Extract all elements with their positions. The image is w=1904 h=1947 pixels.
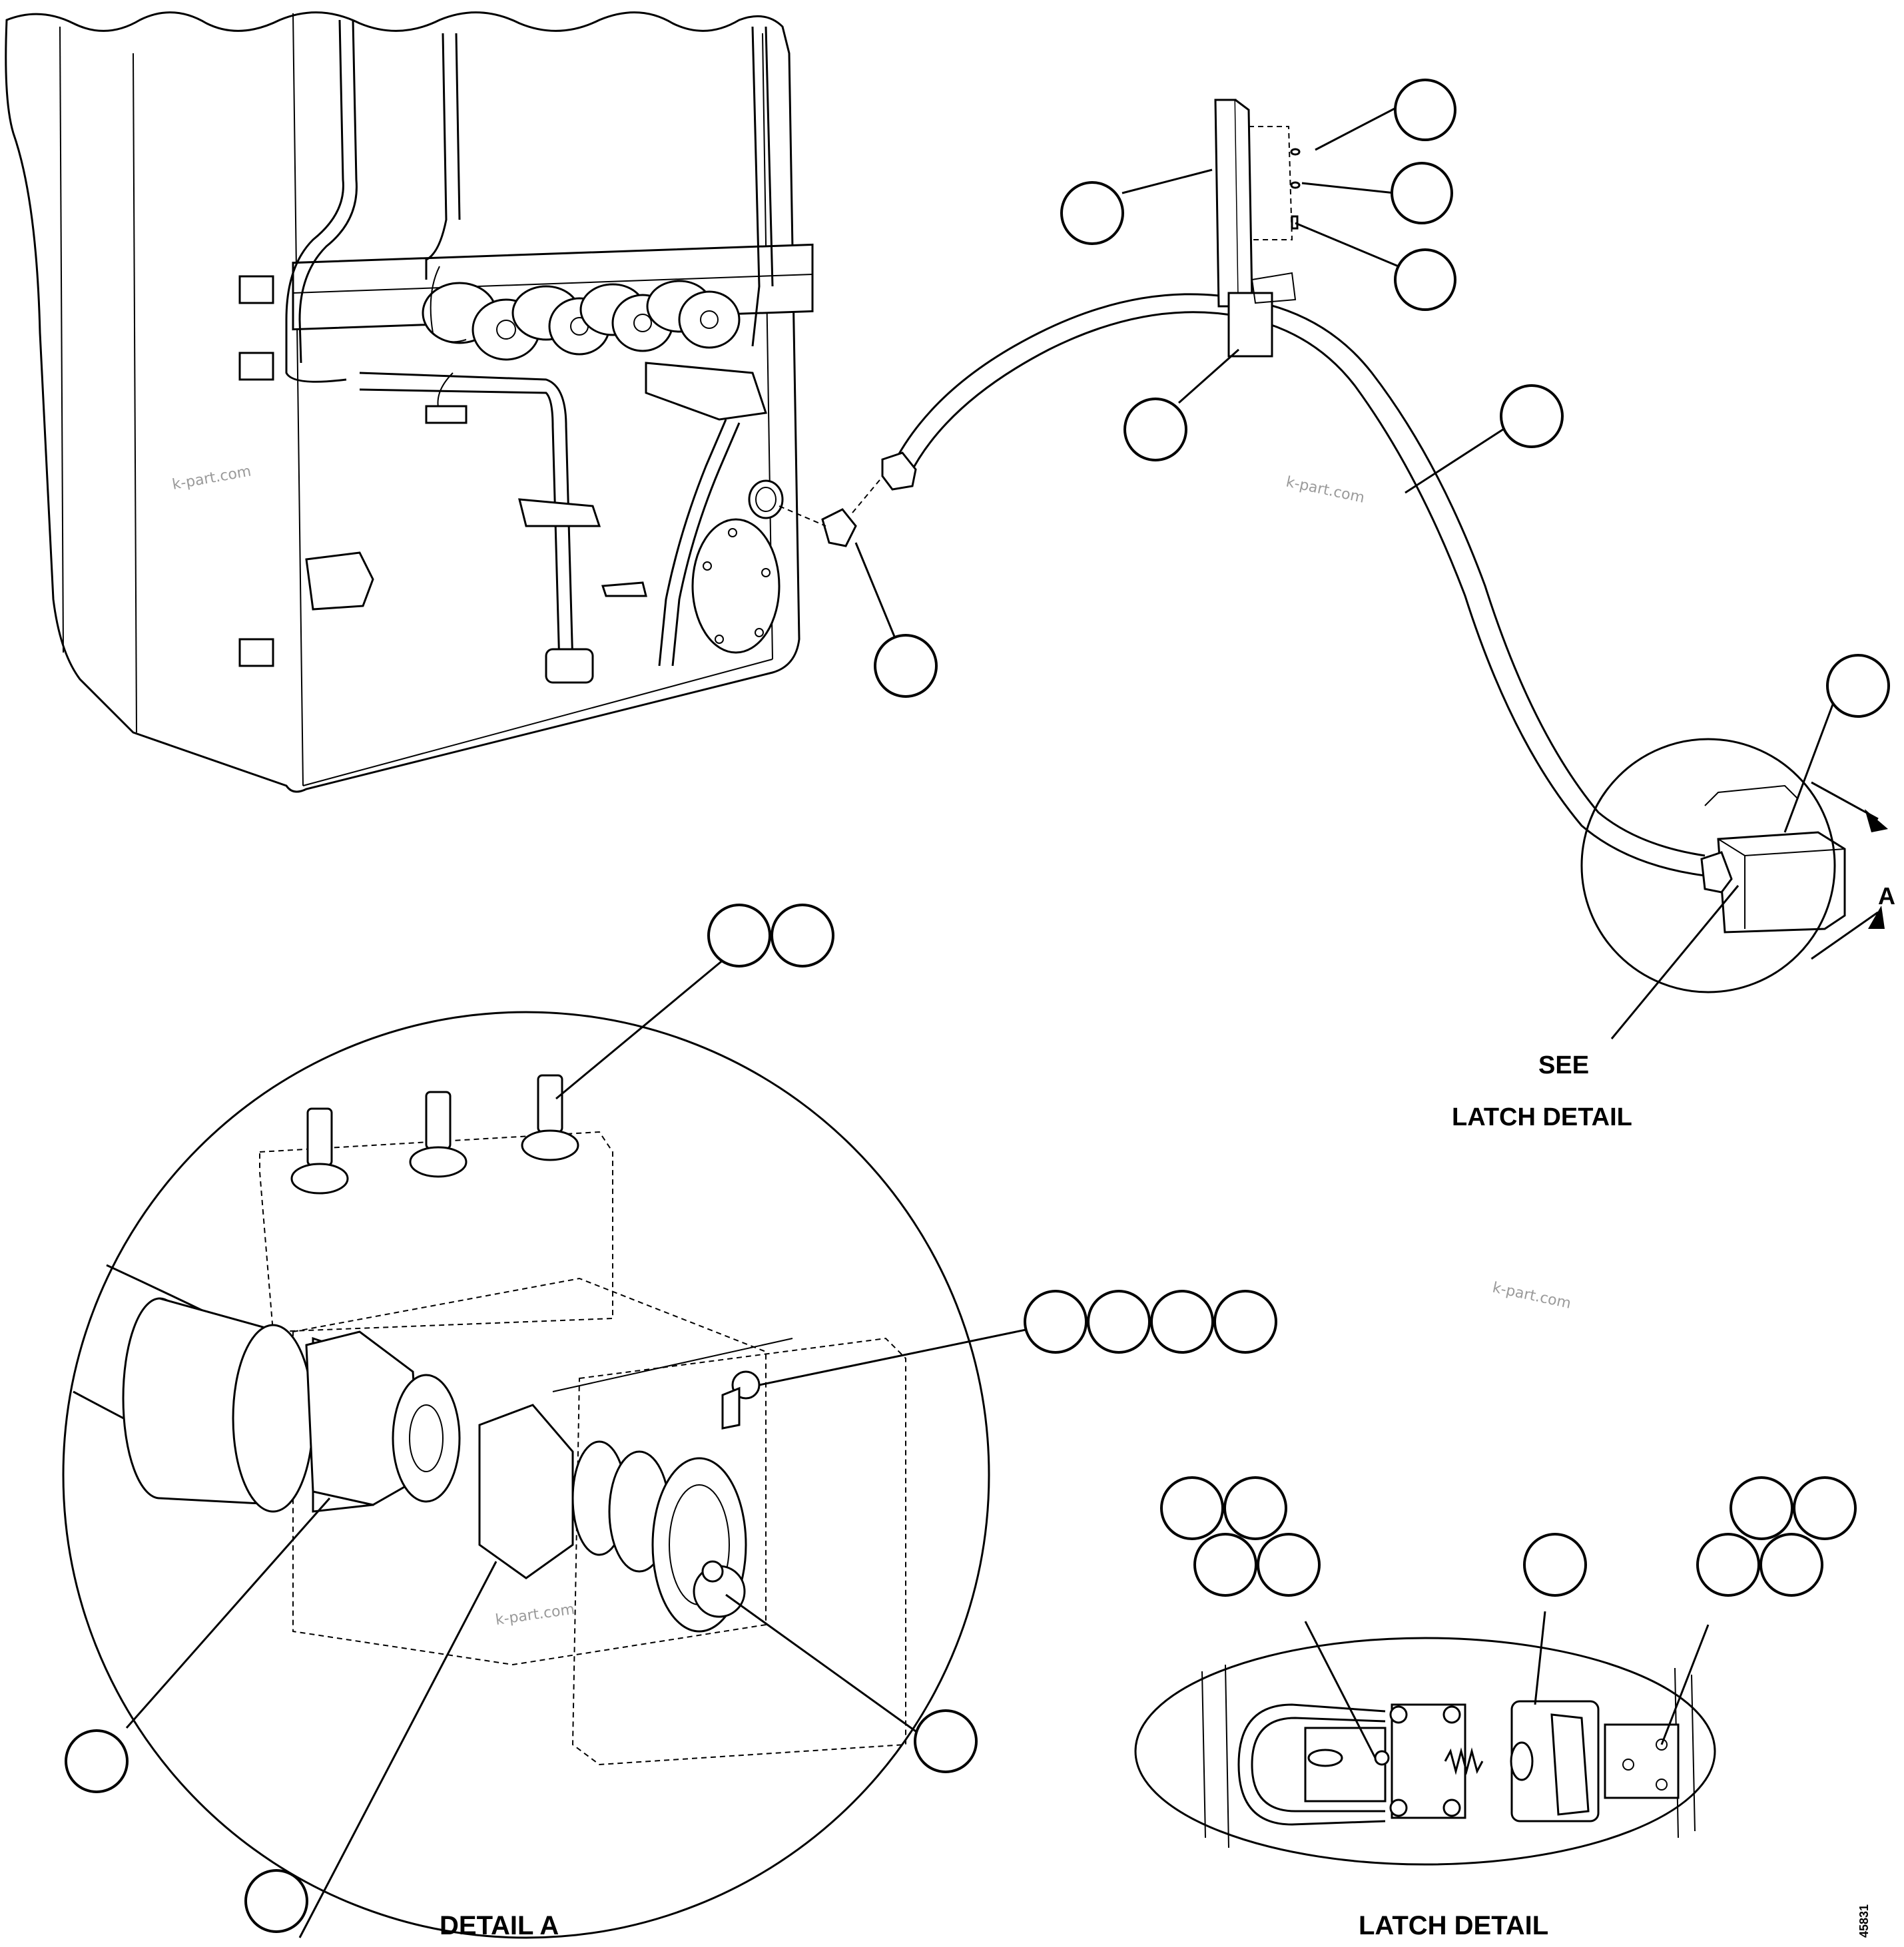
drawing-number: 45831 — [1857, 1904, 1871, 1938]
callout-bubble — [1759, 1533, 1823, 1597]
callout-bubble — [1087, 1290, 1151, 1354]
callout-bubble — [1394, 248, 1456, 311]
watermark-text: k-part.com — [171, 463, 252, 493]
callout-bubble — [1696, 1533, 1760, 1597]
callout-bubble — [874, 634, 938, 698]
callout-bubble — [1793, 1476, 1857, 1540]
callout-bubble — [1024, 1290, 1088, 1354]
callout-bubble — [1826, 654, 1890, 718]
watermark-text: k-part.com — [1491, 1279, 1572, 1312]
callout-leaders — [125, 105, 1836, 1938]
callout-bubble — [1223, 1476, 1287, 1540]
detail-a-view — [62, 1011, 990, 1939]
detail-a-reference: A SEE LATCH DETAIL — [1452, 738, 1895, 1131]
callout-bubble — [771, 904, 834, 968]
callout-bubble — [1391, 162, 1453, 224]
callout-bubble — [1160, 1476, 1224, 1540]
machine-body — [5, 11, 814, 793]
callout-bubble — [1523, 1533, 1587, 1597]
detail-a-caption: DETAIL A — [440, 1911, 559, 1940]
watermark-text: k-part.com — [494, 1601, 575, 1629]
callout-bubble — [914, 1709, 978, 1773]
detail-a-bolts — [259, 1074, 613, 1333]
watermark-text: k-part.com — [1285, 473, 1366, 506]
callout-bubble — [244, 1869, 308, 1933]
hose-assembly — [779, 99, 1846, 934]
callout-bubble — [1213, 1290, 1277, 1354]
callout-bubble — [1123, 398, 1187, 461]
detail-a-arrow-label: A — [1878, 882, 1895, 910]
see-label: SEE — [1538, 1051, 1589, 1079]
callout-bubbles — [65, 79, 1890, 1933]
callout-bubble — [1150, 1290, 1214, 1354]
callout-bubble — [1394, 79, 1456, 141]
callout-bubble — [1500, 384, 1564, 448]
callout-bubble — [1193, 1533, 1257, 1597]
callout-bubble — [65, 1729, 129, 1793]
callout-bubble — [1730, 1476, 1793, 1540]
callout-bubble — [1257, 1533, 1321, 1597]
latch-detail-ref-label: LATCH DETAIL — [1452, 1103, 1632, 1131]
callout-bubble — [707, 904, 771, 968]
callout-bubble — [1060, 181, 1124, 245]
latch-detail-view — [1134, 1637, 1716, 1866]
solenoid-valves — [422, 280, 741, 361]
latch-detail-caption: LATCH DETAIL — [1359, 1911, 1548, 1940]
